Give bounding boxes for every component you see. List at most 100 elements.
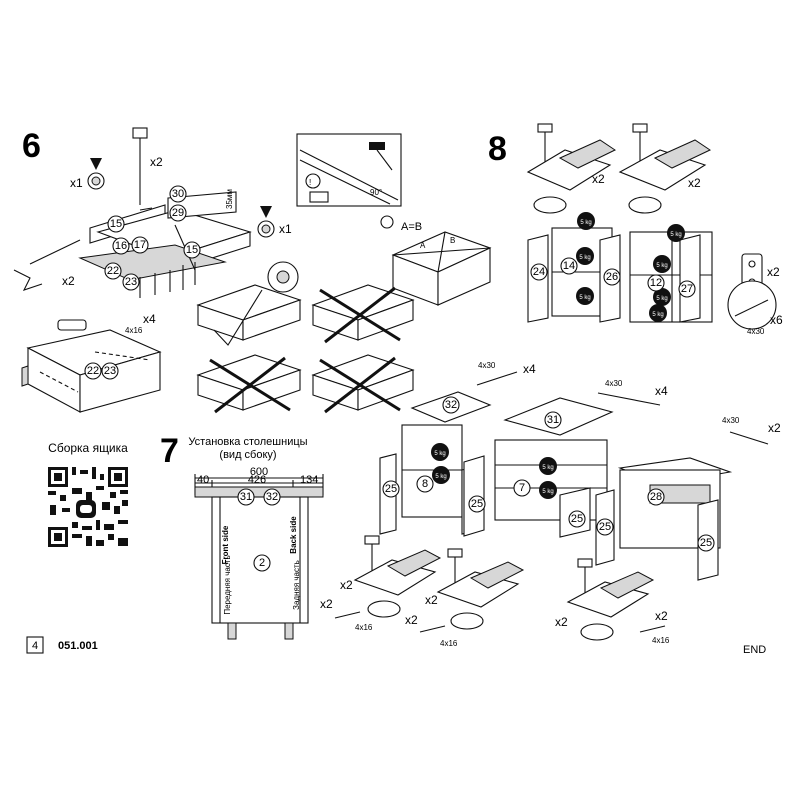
step-7-number: 7 [160, 432, 179, 470]
part-label: 29 [169, 204, 187, 222]
step7-dim-40: 40 [197, 474, 209, 486]
page-number-box [26, 636, 44, 654]
part-label: 30 [169, 185, 187, 203]
part-label: 32 [442, 396, 460, 414]
page-number: 4 [32, 640, 38, 652]
svg-text:32: 32 [266, 491, 278, 503]
step6-screw-4x16: 4x16 [125, 326, 143, 335]
weight-icon: 5 kg [649, 304, 667, 322]
step8-weights: 5 kg 5 kg 5 kg 5 kg 5 kg 5 kg 5 kg [576, 212, 685, 322]
weight-icon: 5 kg [431, 443, 449, 461]
step8-qty-x6: x6 [770, 313, 783, 327]
bottom-hinge2-screw-size: 4x16 [440, 639, 458, 648]
part-label: 31 [237, 488, 255, 506]
svg-text:25: 25 [471, 498, 483, 510]
svg-text:23: 23 [104, 365, 116, 377]
bottom-qty-x4-a: x4 [523, 362, 536, 376]
svg-text:2: 2 [259, 557, 265, 569]
part-label: 22 [84, 362, 102, 380]
step6-diag-label: A=B [401, 221, 422, 233]
svg-text:25: 25 [571, 513, 583, 525]
svg-text:16: 16 [115, 240, 127, 252]
svg-text:31: 31 [547, 414, 559, 426]
part-label: 32 [263, 488, 281, 506]
step6-variant-wrong-1 [311, 284, 415, 344]
part-label: 31 [544, 411, 562, 429]
bottom-hinge2-qty-x2: x2 [425, 593, 438, 607]
svg-text:28: 28 [650, 491, 662, 503]
svg-text:31: 31 [240, 491, 252, 503]
step6-qty-x4: x4 [143, 312, 156, 326]
svg-text:5 kg: 5 kg [579, 255, 590, 261]
step6-drawer-box-labels: 22 23 [84, 362, 119, 380]
svg-text:7: 7 [519, 482, 525, 494]
step6-hammer-detail: ! [296, 133, 402, 207]
step6-variant-correct [196, 261, 302, 346]
svg-text:26: 26 [606, 271, 618, 283]
step8-screw-4x30: 4x30 [747, 327, 765, 336]
qr-code[interactable] [47, 466, 129, 548]
weight-icon: 5 kg [653, 255, 671, 273]
svg-text:5 kg: 5 kg [656, 296, 667, 302]
svg-text:5 kg: 5 kg [435, 474, 446, 480]
part-label: 25 [382, 480, 400, 498]
part-label: 12 [647, 274, 665, 292]
bottom-hinge1-qty-x2: x2 [340, 578, 353, 592]
step6-qty-x2-b: x2 [62, 274, 75, 288]
part-label: 25 [596, 518, 614, 536]
bottom-qty-x4-b: x4 [655, 384, 668, 398]
step6-square-check [380, 215, 492, 306]
step7-dim-600: 600 [250, 466, 268, 478]
step6-qty-x1-b: x1 [279, 222, 292, 236]
step8-qty-x2-a: x2 [592, 172, 605, 186]
part-label: 22 [104, 262, 122, 280]
svg-text:25: 25 [700, 537, 712, 549]
part-label: 15 [183, 241, 201, 259]
svg-text:22: 22 [107, 265, 119, 277]
bottom-hinge1-screw-size: 4x16 [355, 623, 373, 632]
step6-variant-wrong-2 [196, 354, 302, 414]
weight-icon: 5 kg [539, 481, 557, 499]
part-label: 16 [112, 237, 130, 255]
svg-text:22: 22 [87, 365, 99, 377]
step6-qty-x2-a: x2 [150, 155, 163, 169]
step7-front-side: Front side [221, 525, 230, 564]
svg-text:8: 8 [422, 478, 428, 490]
svg-text:24: 24 [533, 266, 545, 278]
bottom-hinge3-screw-size: 4x16 [652, 636, 670, 645]
step8-part-labels: 24 14 26 12 27 [530, 257, 696, 298]
part-label: 26 [603, 268, 621, 286]
weight-icon: 5 kg [653, 288, 671, 306]
part-label: 14 [560, 257, 578, 275]
bottom-part-labels: 32 31 8 7 25 25 25 25 28 25 [382, 396, 715, 552]
part-label: 7 [513, 479, 531, 497]
weight-icon: 5 kg [667, 224, 685, 242]
svg-text:15: 15 [110, 218, 122, 230]
part-label: 25 [468, 495, 486, 513]
svg-text:5 kg: 5 kg [656, 263, 667, 269]
bottom-screw-4x30-a: 4x30 [478, 361, 496, 370]
svg-text:15: 15 [186, 244, 198, 256]
step8-qty-x2-c: x2 [767, 265, 780, 279]
svg-text:5 kg: 5 kg [670, 232, 681, 238]
step8-qty-x2-b: x2 [688, 176, 701, 190]
part-label: 27 [678, 280, 696, 298]
step-8-number: 8 [488, 130, 507, 168]
step7-title-line1: Установка столешницы [188, 436, 307, 448]
bottom-cabinet-middle [463, 397, 614, 538]
bottom-qty-x2-top: x2 [768, 421, 781, 435]
bottom-hinge2-screw-qty: x2 [405, 613, 418, 627]
svg-text:32: 32 [445, 399, 457, 411]
qr-title: Сборка ящика [48, 441, 128, 455]
step7-back-side: Back side [289, 516, 298, 554]
step8-cabinet [527, 227, 713, 323]
step6-diag-a: A [420, 241, 426, 250]
svg-text:5 kg: 5 kg [542, 489, 553, 495]
svg-text:5 kg: 5 kg [579, 295, 590, 301]
part-label: 25 [697, 534, 715, 552]
document-code: 051.001 [58, 640, 98, 652]
step6-drawer-box [21, 319, 162, 413]
bottom-hinge1-screw-qty: x2 [320, 597, 333, 611]
